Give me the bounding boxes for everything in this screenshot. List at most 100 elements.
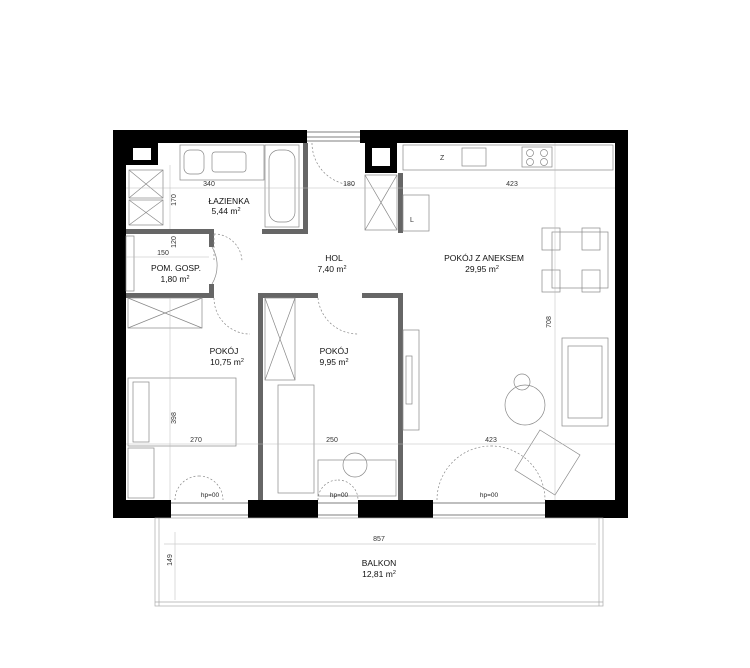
wall-bottom-mid2 — [358, 500, 433, 518]
wall-bedroom2-top-left — [258, 293, 318, 298]
label-bedroom1-area: 10,75 m2 — [210, 357, 244, 367]
label-utility-area: 1,80 m2 — [160, 274, 189, 284]
balcony-outline — [154, 517, 604, 607]
dimension-labels: 340 180 423 170 150 120 708 398 270 250 … — [157, 181, 553, 566]
balcony — [154, 517, 604, 607]
wall-bath-bottom-right — [262, 229, 308, 234]
wall-left — [113, 130, 126, 518]
area-exponent: 2 — [241, 358, 244, 364]
shaft-mid-void — [372, 148, 390, 166]
label-bedroom2-name: POKÓJ — [320, 346, 349, 356]
washer — [128, 169, 164, 199]
door-entrance — [311, 142, 355, 186]
bedroom2-desk — [317, 459, 397, 497]
sofa — [561, 337, 609, 427]
sill-bedroom1: hp=00 — [201, 492, 220, 499]
area-value: 29,95 m — [465, 264, 496, 274]
dimension-lines — [126, 143, 615, 500]
area-value: 10,75 m — [210, 357, 241, 367]
area-value: 5,44 m — [211, 206, 237, 216]
wall-bottom-left — [113, 500, 171, 518]
bath-cabinet — [128, 199, 164, 226]
sill-labels: hp=00 hp=00 hp=00 — [201, 492, 499, 499]
shaft-left-void — [133, 148, 151, 160]
label-hall-name: HOL — [325, 253, 343, 263]
bedroom1-desk — [127, 447, 155, 499]
dim-hall-width: 180 — [343, 181, 355, 188]
wall-right — [615, 130, 628, 518]
door-bathroom — [213, 233, 243, 263]
door-utility — [211, 246, 218, 285]
lounge-chair — [514, 429, 581, 496]
wall-utility-right-top — [209, 229, 214, 247]
interior-walls — [126, 143, 403, 500]
area-value: 9,95 m — [319, 357, 345, 367]
bed-pillows — [132, 381, 150, 443]
wall-utility-right-bottom — [209, 284, 214, 298]
label-balcony-name: BALKON — [362, 558, 397, 568]
wall-bottom-mid1 — [248, 500, 318, 518]
dim-balcony-depth: 149 — [167, 554, 174, 566]
area-exponent: 2 — [393, 570, 396, 576]
label-balcony-area: 12,81 m2 — [362, 569, 396, 579]
sofa-seat — [567, 345, 603, 419]
dim-bath-depth: 170 — [171, 194, 178, 206]
tv — [405, 355, 413, 405]
wall-bath-hall — [303, 143, 308, 229]
label-bedroom2-area: 9,95 m2 — [319, 357, 348, 367]
door-balcony-bedroom2 — [317, 479, 359, 501]
label-bedroom1-name: POKÓJ — [210, 346, 239, 356]
dim-bedroom2-width: 250 — [326, 437, 338, 444]
dim-bedroom1-width: 270 — [190, 437, 202, 444]
kitchen-marks: Z L — [410, 155, 445, 224]
wall-bedroom2-top-right — [362, 293, 402, 298]
label-hall-area: 7,40 m2 — [317, 264, 346, 274]
dim-utility-depth: 120 — [171, 236, 178, 248]
chair — [581, 269, 601, 293]
utility-shelf — [125, 235, 135, 292]
area-value: 7,40 m — [317, 264, 343, 274]
door-bedroom2 — [317, 297, 359, 335]
doors — [174, 142, 546, 501]
bedroom2-wardrobe — [264, 297, 296, 381]
wall-bath-bottom-left — [126, 229, 214, 234]
dim-living-width: 423 — [485, 437, 497, 444]
hall-wardrobe — [364, 174, 398, 231]
wall-top-right — [360, 130, 628, 143]
bedroom1-wardrobe — [127, 297, 203, 329]
bathroom-sink — [211, 151, 247, 173]
area-exponent: 2 — [186, 275, 189, 281]
label-living-area: 29,95 m2 — [465, 264, 499, 274]
label-utility-name: POM. GOSP. — [151, 263, 201, 273]
label-bathroom-name: ŁAZIENKA — [208, 196, 249, 206]
bathtub-inner — [268, 149, 296, 223]
dim-living-depth: 708 — [546, 316, 553, 328]
dim-bath-width: 340 — [203, 181, 215, 188]
coffee-table — [513, 373, 531, 391]
toilet — [183, 149, 205, 175]
wall-utility-bottom — [126, 293, 214, 298]
bedroom2-chair — [342, 452, 368, 478]
sill-living: hp=00 — [480, 492, 499, 499]
tv-unit — [402, 329, 420, 431]
wall-bedroom-split — [258, 293, 263, 500]
armchair — [504, 384, 546, 426]
bathroom-counter — [179, 144, 265, 181]
bedroom2-bed — [277, 384, 315, 494]
wall-bottom-right — [545, 500, 628, 518]
dim-balcony-width: 857 — [373, 536, 385, 543]
kitchen-hob — [521, 146, 553, 168]
dim-bedroom1-depth: 398 — [171, 412, 178, 424]
room-labels: ŁAZIENKA 5,44 m2 POM. GOSP. 1,80 m2 HOL … — [151, 196, 524, 579]
area-exponent: 2 — [345, 358, 348, 364]
door-bedroom1 — [213, 297, 251, 335]
chair — [541, 227, 561, 251]
area-exponent: 2 — [496, 265, 499, 271]
chair — [581, 227, 601, 251]
dim-utility-width: 150 — [157, 250, 169, 257]
fridge-mark: Z — [440, 155, 445, 162]
area-exponent: 2 — [237, 207, 240, 213]
dim-kitchen-width: 423 — [506, 181, 518, 188]
hall-window — [307, 131, 360, 142]
